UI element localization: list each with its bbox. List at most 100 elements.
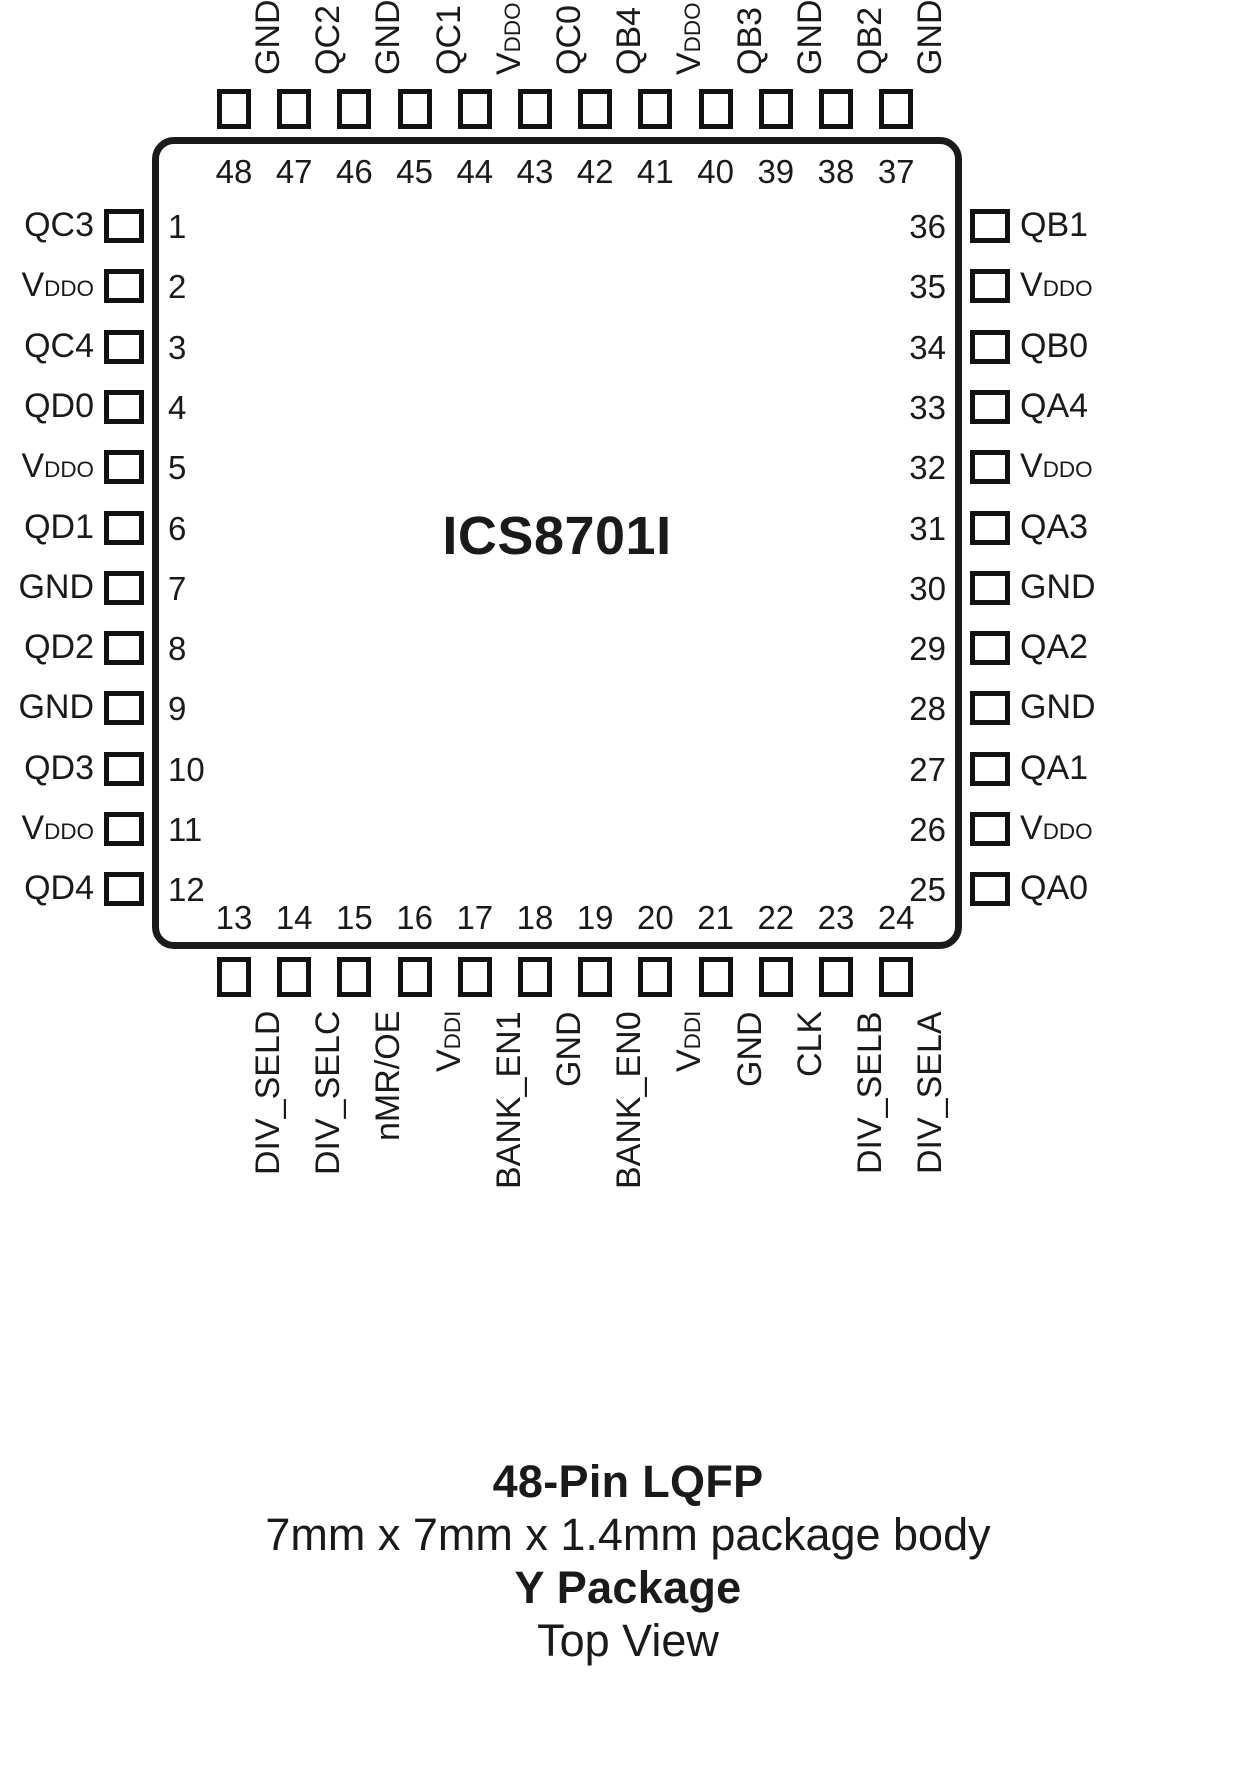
pin-pad-40[interactable] <box>698 89 733 129</box>
pin-pad-47[interactable] <box>277 89 312 129</box>
pin-pad-24[interactable] <box>879 957 914 997</box>
pin-pad-44[interactable] <box>457 89 492 129</box>
pin-pad-45[interactable] <box>397 89 432 129</box>
pin-number-5: 5 <box>168 449 187 487</box>
pin-pad-2[interactable] <box>104 269 144 304</box>
pin-signal-21: GND <box>730 1011 769 1087</box>
pin-number-35: 35 <box>909 268 946 306</box>
pin-pad-33[interactable] <box>970 389 1010 424</box>
pin-number-7: 7 <box>168 569 187 607</box>
pin-number-43: 43 <box>516 153 554 190</box>
pin-number-46: 46 <box>336 153 373 190</box>
pin-number-4: 4 <box>168 388 187 426</box>
pin-number-15: 15 <box>336 899 373 936</box>
pin-pad-11[interactable] <box>104 812 144 846</box>
pin-pad-14[interactable] <box>277 957 312 997</box>
pin-pad-7[interactable] <box>104 570 144 605</box>
pin-number-6: 6 <box>168 509 187 547</box>
pin-number-19: 19 <box>576 899 614 936</box>
pin-pad-36[interactable] <box>970 209 1010 243</box>
pin-number-26: 26 <box>909 811 946 848</box>
pin-signal-7: GND <box>18 567 94 606</box>
package-body-outline <box>152 137 962 949</box>
pin-signal-39: GND <box>790 0 829 75</box>
pin-pad-5[interactable] <box>104 450 144 485</box>
pin-signal-9: GND <box>18 688 94 727</box>
pin-number-37: 37 <box>877 153 915 190</box>
pin-pad-22[interactable] <box>758 957 793 997</box>
pin-pad-25[interactable] <box>970 872 1010 907</box>
pin-pad-4[interactable] <box>104 389 144 424</box>
pin-pad-46[interactable] <box>337 89 372 129</box>
pin-pad-30[interactable] <box>970 570 1010 605</box>
pin-signal-22: CLK <box>790 1010 829 1077</box>
pin-pad-1[interactable] <box>104 209 144 243</box>
pin-pad-35[interactable] <box>970 269 1010 304</box>
pin-signal-20: VDDI <box>670 1010 709 1072</box>
pin-pad-43[interactable] <box>518 89 552 129</box>
pin-signal-17: BANK_EN1 <box>489 1011 528 1189</box>
pin-pad-26[interactable] <box>970 812 1010 846</box>
pin-number-30: 30 <box>909 569 946 607</box>
pin-pad-37[interactable] <box>879 89 914 129</box>
caption-line-2: 7mm x 7mm x 1.4mm package body <box>265 1509 991 1561</box>
pin-number-25: 25 <box>909 871 946 909</box>
pin-pad-48[interactable] <box>217 89 251 129</box>
pin-pad-12[interactable] <box>104 872 144 907</box>
pin-pad-41[interactable] <box>638 89 673 129</box>
pin-pad-13[interactable] <box>217 957 251 997</box>
pin-number-10: 10 <box>168 750 205 788</box>
pin-number-34: 34 <box>909 328 946 366</box>
pin-number-40: 40 <box>697 153 734 190</box>
pin-pad-31[interactable] <box>970 510 1010 545</box>
pin-pad-39[interactable] <box>758 89 793 129</box>
pin-pad-10[interactable] <box>104 751 144 786</box>
pin-signal-24: DIV_SELA <box>911 1011 950 1174</box>
pin-pad-34[interactable] <box>970 329 1010 364</box>
pin-number-38: 38 <box>817 153 855 190</box>
pin-number-12: 12 <box>168 871 205 909</box>
pin-signal-36: QB1 <box>1020 206 1089 244</box>
pin-pad-17[interactable] <box>457 957 492 997</box>
pin-pad-38[interactable] <box>819 89 853 129</box>
pin-number-22: 22 <box>757 899 795 936</box>
pin-pad-6[interactable] <box>104 510 144 545</box>
pin-signal-8: QD2 <box>24 628 94 667</box>
pin-signal-29: QA2 <box>1020 628 1089 667</box>
package-caption: 48-Pin LQFP 7mm x 7mm x 1.4mm package bo… <box>0 1455 1256 1667</box>
pin-pad-16[interactable] <box>397 957 432 997</box>
pin-pad-29[interactable] <box>970 631 1010 666</box>
pin-number-42: 42 <box>576 153 614 190</box>
pin-signal-1: QC3 <box>24 206 94 244</box>
pin-pad-32[interactable] <box>970 450 1010 485</box>
pin-signal-25: QA0 <box>1020 869 1089 908</box>
pin-signal-18: GND <box>550 1011 588 1087</box>
pin-pad-23[interactable] <box>819 957 853 997</box>
pin-signal-41: VDDO <box>670 2 709 75</box>
pin-number-29: 29 <box>909 630 946 668</box>
pin-signal-32: VDDO <box>1020 447 1093 486</box>
pin-signal-12: QD4 <box>24 869 94 908</box>
pin-pad-28[interactable] <box>970 691 1010 726</box>
pin-pad-42[interactable] <box>578 89 613 129</box>
pin-number-33: 33 <box>909 388 946 426</box>
pin-number-20: 20 <box>637 899 674 936</box>
part-number-label: ICS8701I <box>442 506 672 566</box>
pin-signal-5: VDDO <box>21 447 94 486</box>
caption-line-1: 48-Pin LQFP <box>492 1456 764 1507</box>
pin-pad-3[interactable] <box>104 329 144 364</box>
pin-signal-6: QD1 <box>24 507 94 546</box>
pin-number-3: 3 <box>168 328 187 366</box>
pin-pad-21[interactable] <box>698 957 733 997</box>
pin-signal-37: GND <box>911 0 950 75</box>
pin-pad-27[interactable] <box>970 751 1010 786</box>
pin-pad-20[interactable] <box>638 957 673 997</box>
pin-signal-40: QB3 <box>730 6 769 75</box>
pin-pad-8[interactable] <box>104 631 144 666</box>
pin-pad-18[interactable] <box>518 957 552 997</box>
pin-pad-15[interactable] <box>337 957 372 997</box>
pin-number-32: 32 <box>909 449 946 487</box>
pin-pad-9[interactable] <box>104 691 144 726</box>
pin-number-45: 45 <box>396 153 433 190</box>
pin-pad-19[interactable] <box>578 957 613 997</box>
